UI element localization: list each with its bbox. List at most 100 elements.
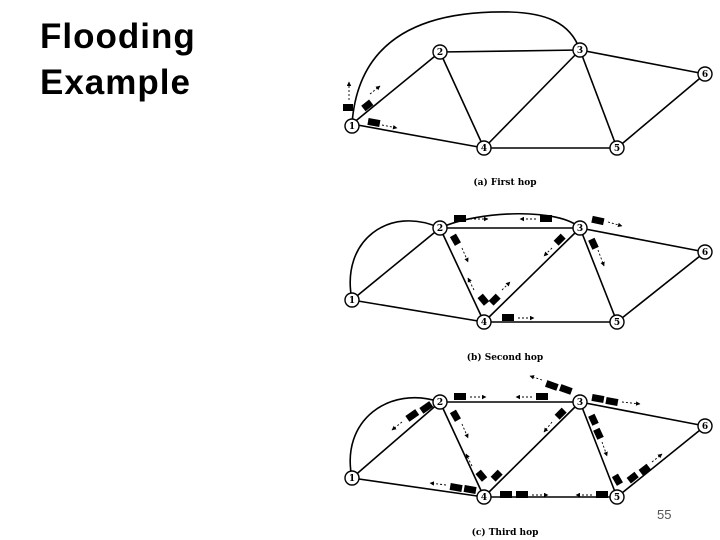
packet <box>638 463 651 476</box>
edge-3-4 <box>483 401 581 498</box>
packet <box>540 215 552 222</box>
caption-second-hop: (b) Second hop <box>467 352 543 363</box>
node-3: 3 <box>572 220 588 236</box>
packet <box>477 293 490 306</box>
node-label: 3 <box>577 398 583 408</box>
packet <box>588 413 599 426</box>
edge-1-4 <box>351 477 485 498</box>
nodes-panel-c: 1 2 3 4 5 6 <box>344 394 713 505</box>
packet <box>454 393 466 400</box>
edge-3-4 <box>483 227 581 323</box>
network-figure: 1 2 3 4 5 6 (a) First hop <box>343 11 713 538</box>
packet <box>536 393 548 400</box>
arrow <box>621 401 641 406</box>
edge-2-3 <box>439 49 581 53</box>
node-4: 4 <box>476 489 492 505</box>
arrow <box>543 247 553 257</box>
packet <box>449 483 463 492</box>
edge-1-2 <box>351 401 441 479</box>
packet <box>490 469 503 482</box>
panel-third-hop: 1 2 3 4 5 6 (c) Third hop <box>344 375 713 538</box>
packet <box>516 491 528 498</box>
node-label: 5 <box>614 318 620 328</box>
node-5: 5 <box>609 140 625 156</box>
packet <box>500 491 512 498</box>
edge-2-4 <box>439 401 485 498</box>
packet <box>558 384 573 395</box>
packet <box>591 394 605 403</box>
arrow <box>607 221 623 228</box>
arrow <box>501 281 511 291</box>
panel-second-hop: 1 2 3 4 5 6 (b) Second hop <box>344 212 713 363</box>
packet <box>611 473 623 486</box>
node-1: 1 <box>344 118 360 134</box>
edge-2-3-curve <box>439 212 581 229</box>
packet <box>605 397 619 406</box>
edge-5-6 <box>616 425 706 498</box>
node-1: 1 <box>344 292 360 308</box>
edge-1-2 <box>351 51 441 125</box>
packet <box>588 237 599 250</box>
packet <box>419 401 434 414</box>
node-label: 6 <box>702 70 708 80</box>
caption-third-hop: (c) Third hop <box>472 527 539 538</box>
packet <box>596 491 608 498</box>
node-4: 4 <box>476 140 492 156</box>
packet <box>591 215 605 226</box>
packet <box>367 118 381 127</box>
packet <box>405 409 420 422</box>
packet <box>553 233 566 246</box>
arrow <box>381 124 398 130</box>
node-label: 2 <box>437 48 443 58</box>
edge-3-6 <box>579 401 706 427</box>
node-label: 4 <box>481 318 487 328</box>
node-label: 4 <box>481 493 487 503</box>
node-label: 3 <box>577 224 583 234</box>
node-6: 6 <box>697 418 713 434</box>
packet <box>475 469 488 482</box>
edge-5-6 <box>616 73 706 149</box>
node-6: 6 <box>697 244 713 260</box>
arrow <box>651 453 663 463</box>
edge-3-5 <box>579 227 618 323</box>
node-3: 3 <box>572 394 588 410</box>
node-label: 6 <box>702 248 708 258</box>
edge-2-4 <box>439 227 485 323</box>
edge-1-4 <box>351 299 485 323</box>
node-label: 1 <box>349 474 355 484</box>
node-label: 6 <box>702 422 708 432</box>
packet <box>343 104 353 111</box>
node-label: 5 <box>614 493 620 503</box>
packet <box>361 99 374 112</box>
title-line-2: Example <box>40 63 191 102</box>
node-label: 2 <box>437 398 443 408</box>
packet <box>488 293 501 306</box>
node-label: 1 <box>349 296 355 306</box>
packet <box>449 233 461 246</box>
packet <box>502 314 514 321</box>
node-2: 2 <box>432 220 448 236</box>
arrow <box>597 249 605 267</box>
arrow <box>429 481 447 486</box>
arrow <box>601 441 608 457</box>
slide-title: Flooding Example <box>40 14 196 106</box>
nodes-panel-b: 1 2 3 4 5 6 <box>344 220 713 330</box>
edge-1-4 <box>351 123 485 149</box>
arrow <box>461 423 469 439</box>
node-4: 4 <box>476 314 492 330</box>
node-5: 5 <box>609 489 625 505</box>
edge-3-6 <box>579 227 706 253</box>
edge-3-5 <box>579 401 618 498</box>
node-label: 4 <box>481 144 487 154</box>
edge-3-6 <box>579 49 706 75</box>
edge-3-4 <box>483 49 581 149</box>
packet <box>544 380 559 391</box>
node-5: 5 <box>609 314 625 330</box>
packet <box>449 409 461 422</box>
edge-1-2-curve <box>349 397 441 479</box>
flooding-diagram: 1 2 3 4 5 6 (a) First hop <box>330 0 720 540</box>
caption-first-hop: (a) First hop <box>473 177 536 188</box>
page-number: 55 <box>657 507 672 522</box>
node-label: 3 <box>577 46 583 56</box>
node-1: 1 <box>344 470 360 486</box>
